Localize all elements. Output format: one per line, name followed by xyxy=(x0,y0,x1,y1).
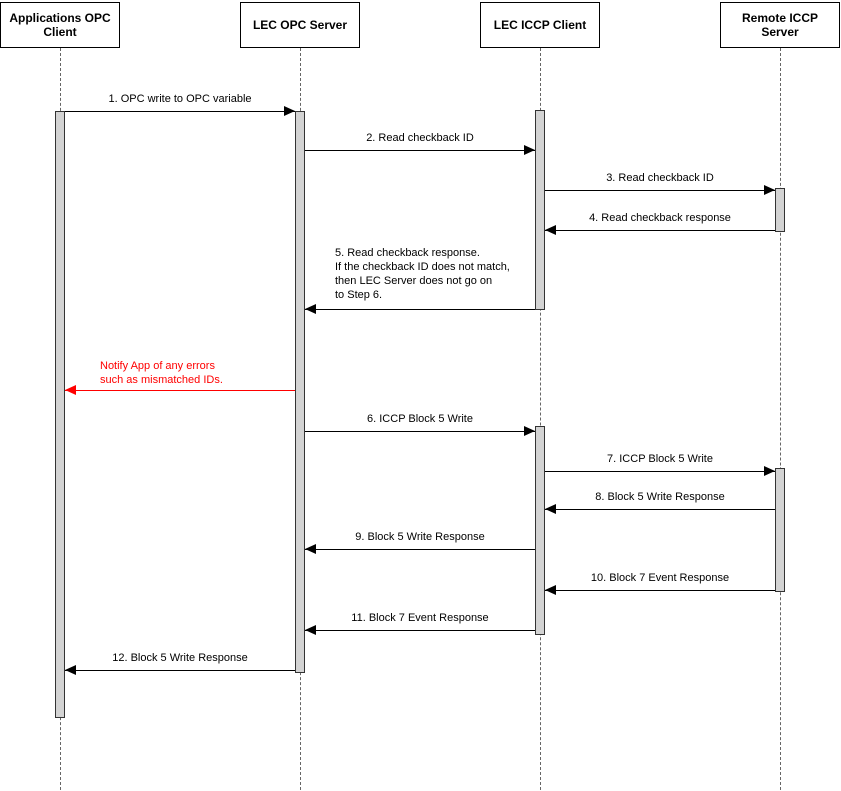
message-2-line xyxy=(305,150,535,151)
error-note-arrowhead-icon xyxy=(65,385,76,395)
message-5-arrowhead-icon xyxy=(305,304,316,314)
message-3-label: 3. Read checkback ID xyxy=(606,172,714,184)
message-5-line xyxy=(305,309,535,310)
lifeline-remote-iccp-server xyxy=(780,48,781,790)
message-2-arrowhead-icon xyxy=(524,145,535,155)
message-3-line xyxy=(545,190,775,191)
message-1-line xyxy=(65,111,295,112)
message-11-line xyxy=(305,630,535,631)
actor-applications-opc-client: Applications OPC Client xyxy=(0,2,120,48)
message-10-label: 10. Block 7 Event Response xyxy=(590,572,730,584)
message-8-line xyxy=(545,509,775,510)
message-12-line xyxy=(65,670,295,671)
message-4-label: 4. Read checkback response xyxy=(589,212,731,224)
message-7-label: 7. ICCP Block 5 Write xyxy=(607,453,713,465)
message-10-arrowhead-icon xyxy=(545,585,556,595)
message-7-arrowhead-icon xyxy=(764,466,775,476)
actor-remote-iccp-server: Remote ICCP Server xyxy=(720,2,840,48)
actor-label: LEC ICCP Client xyxy=(493,18,587,32)
message-10-line xyxy=(545,590,775,591)
message-11-arrowhead-icon xyxy=(305,625,316,635)
actor-lec-opc-server: LEC OPC Server xyxy=(240,2,360,48)
message-7-line xyxy=(545,471,775,472)
message-8-label: 8. Block 5 Write Response xyxy=(595,491,725,503)
message-6-arrowhead-icon xyxy=(524,426,535,436)
actor-label: Applications OPC Client xyxy=(9,11,111,39)
message-6-label: 6. ICCP Block 5 Write xyxy=(367,413,473,425)
error-note-line xyxy=(65,390,295,391)
activation-bar-lec-iccp-client-2 xyxy=(535,426,545,635)
message-9-label: 9. Block 5 Write Response xyxy=(355,531,485,543)
activation-bar-lec-iccp-client-1 xyxy=(535,110,545,310)
message-3-arrowhead-icon xyxy=(764,185,775,195)
error-note-label: Notify App of any errors such as mismatc… xyxy=(100,360,223,386)
lifeline-lec-iccp-client xyxy=(540,48,541,790)
actor-label: Remote ICCP Server xyxy=(741,11,818,39)
activation-bar-lec-opc-server xyxy=(295,111,305,673)
message-6-line xyxy=(305,431,535,432)
activation-bar-applications-opc-client xyxy=(55,111,65,718)
activation-bar-remote-iccp-server-2 xyxy=(775,468,785,592)
message-2-label: 2. Read checkback ID xyxy=(366,132,474,144)
message-1-arrowhead-icon xyxy=(284,106,295,116)
message-12-label: 12. Block 5 Write Response xyxy=(112,652,248,664)
message-4-arrowhead-icon xyxy=(545,225,556,235)
message-9-line xyxy=(305,549,535,550)
message-1-label: 1. OPC write to OPC variable xyxy=(108,93,252,105)
message-12-arrowhead-icon xyxy=(65,665,76,675)
actor-label: LEC OPC Server xyxy=(252,18,348,32)
message-5-label: 5. Read checkback response. If the check… xyxy=(335,247,510,301)
activation-bar-remote-iccp-server-1 xyxy=(775,188,785,232)
message-4-line xyxy=(545,230,775,231)
message-8-arrowhead-icon xyxy=(545,504,556,514)
message-11-label: 11. Block 7 Event Response xyxy=(351,612,489,624)
actor-lec-iccp-client: LEC ICCP Client xyxy=(480,2,600,48)
message-9-arrowhead-icon xyxy=(305,544,316,554)
